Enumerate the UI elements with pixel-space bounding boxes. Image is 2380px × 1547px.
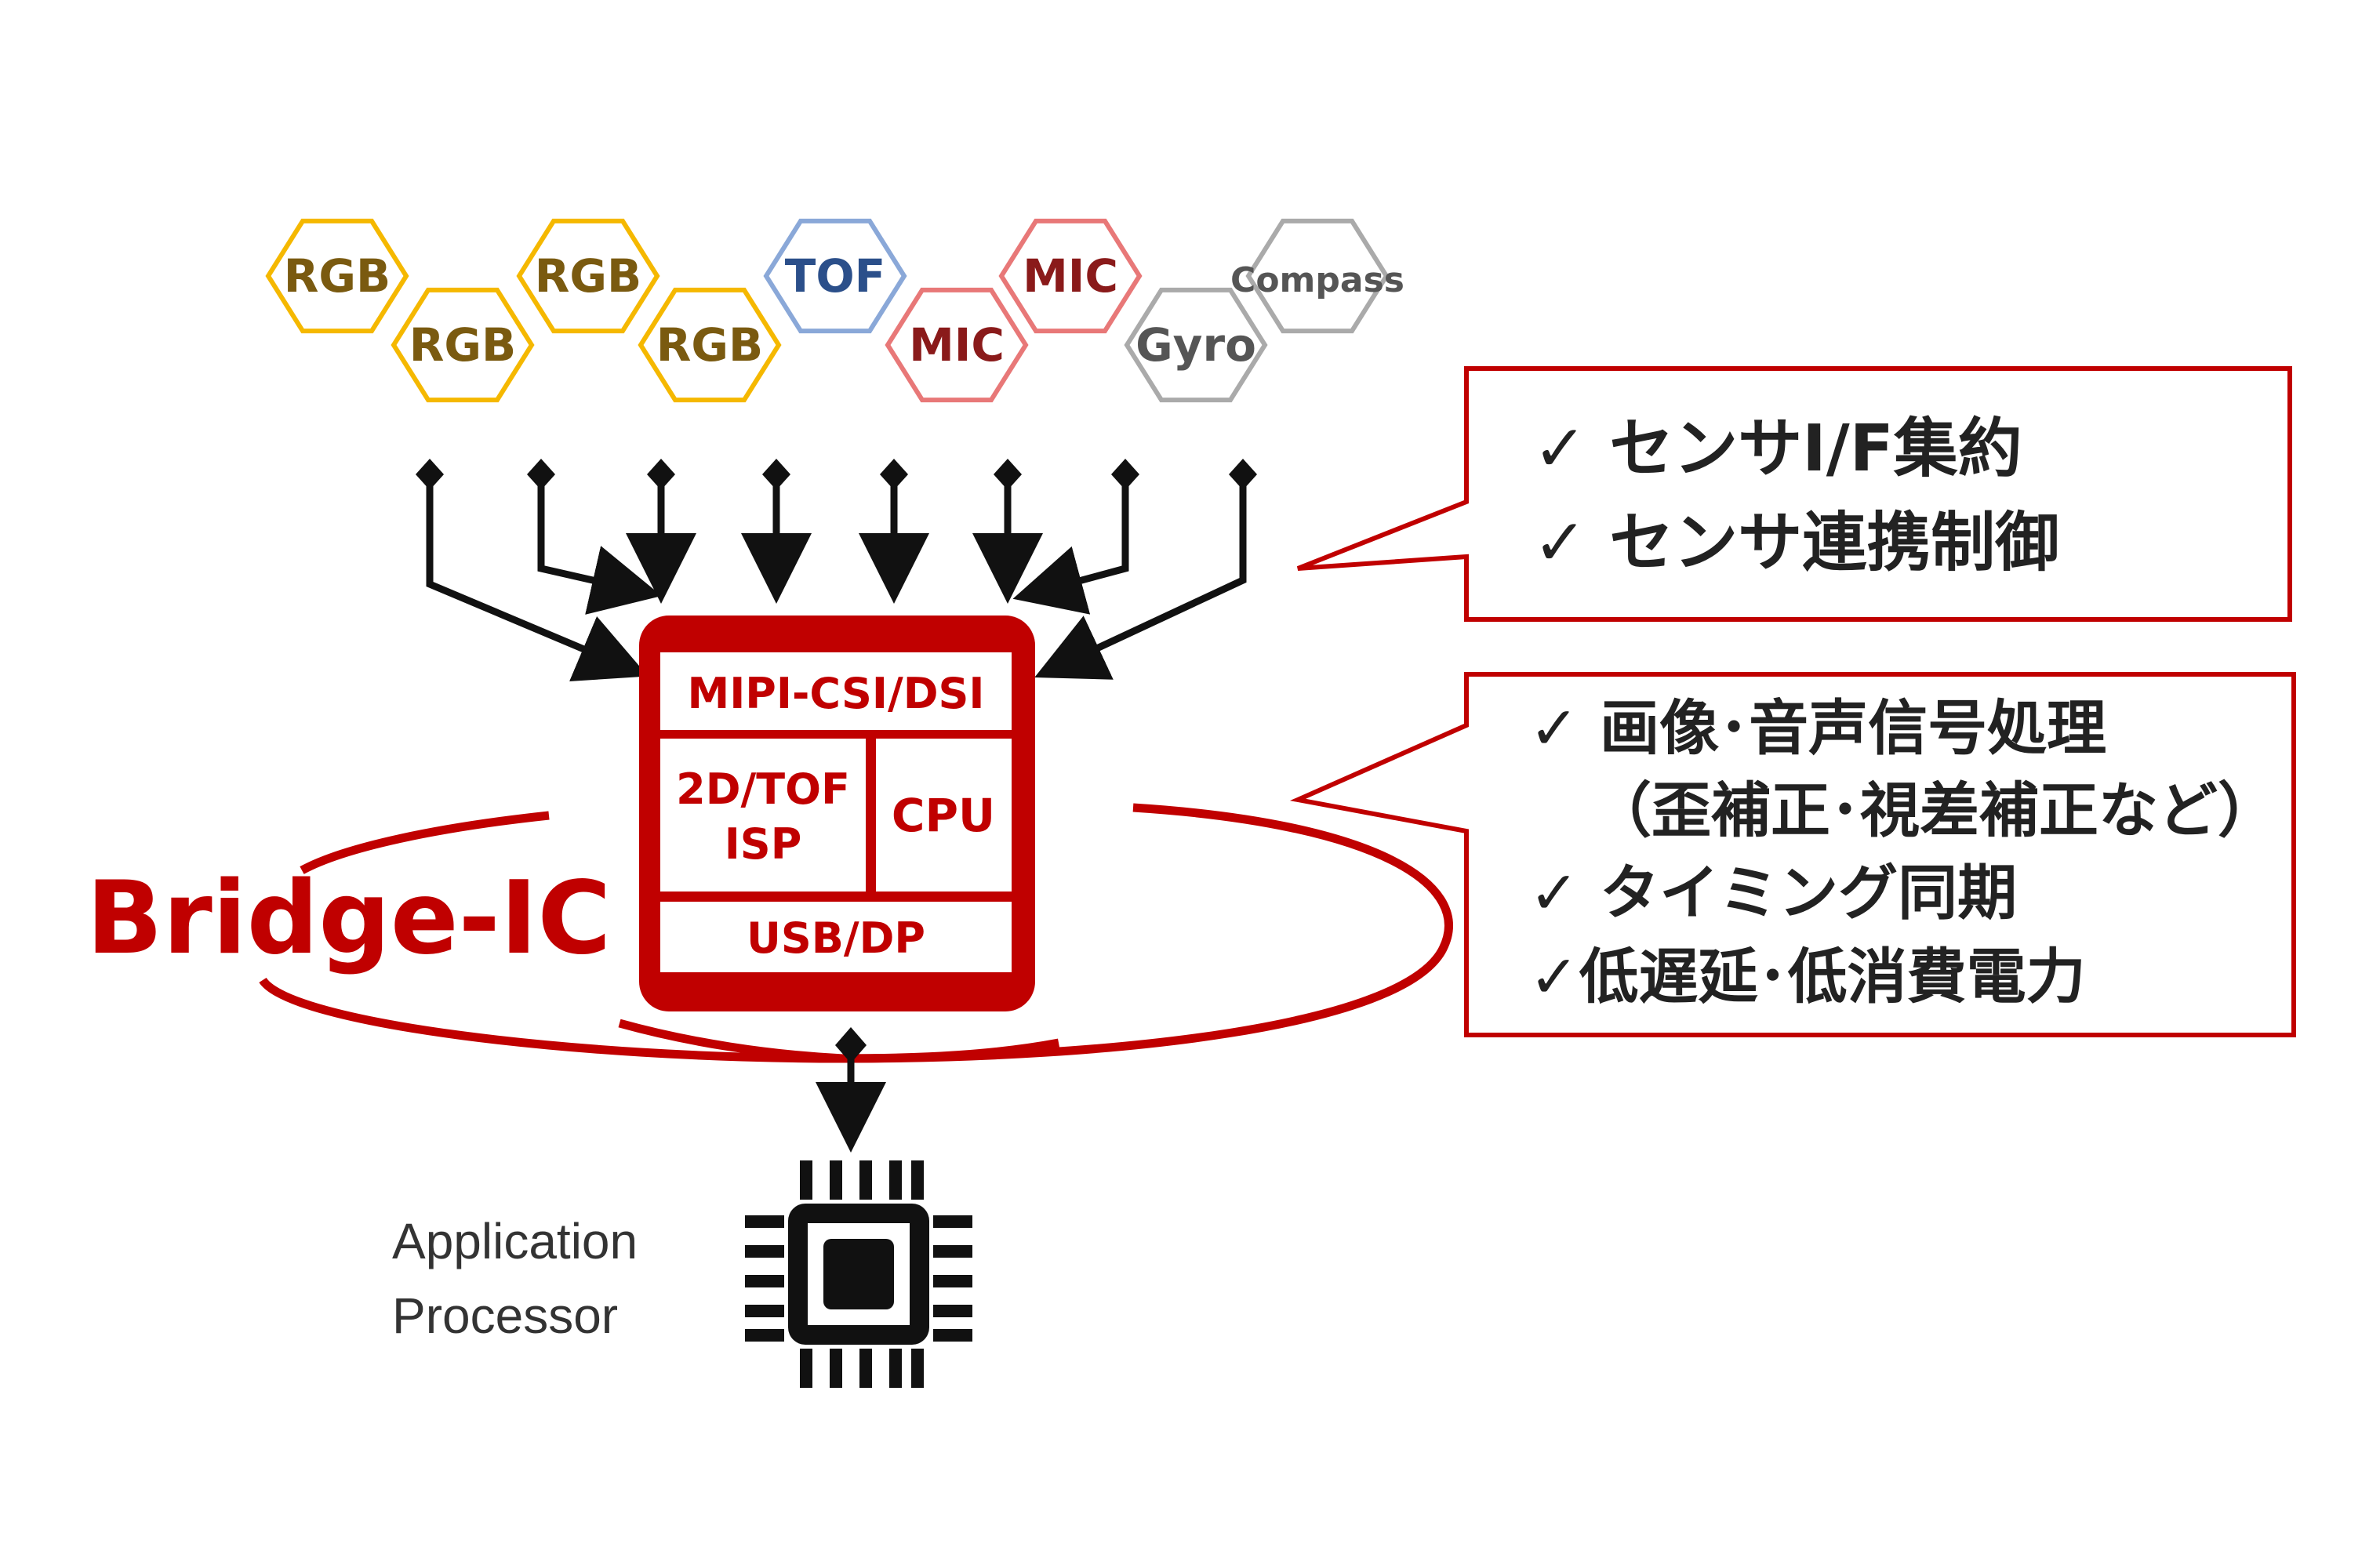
sensor-hexagon-1 bbox=[265, 218, 409, 334]
callout-top-item-2: ✓ センサ連携制御 bbox=[1533, 506, 2059, 580]
sensor-label-5: TOF bbox=[785, 249, 886, 303]
sensor-label-3: RGB bbox=[535, 249, 641, 303]
sensor-label-2: RGB bbox=[409, 318, 516, 372]
callout-top-item-1: ✓ センサI/F集約 bbox=[1533, 412, 2022, 486]
processor-chip-icon bbox=[745, 1160, 972, 1388]
arrow-7 bbox=[1012, 474, 1129, 615]
arrow-8 bbox=[1034, 474, 1247, 680]
sensor-hexagon-3 bbox=[516, 218, 660, 334]
sensor-label-8: Gyro bbox=[1135, 318, 1256, 372]
arrow-2 bbox=[537, 474, 662, 615]
callout-bottom: ✓ 画像･音声信号処理 （歪補正･視差補正など） ✓ タイミング同期 ✓低遅延･… bbox=[1289, 672, 2296, 1037]
bridge-ring bbox=[259, 803, 1453, 1063]
sensor-hexagons: RGB RGB RGB RGB TOF MIC MIC Gyro Compass bbox=[265, 218, 1404, 403]
sensor-label-1: RGB bbox=[284, 249, 391, 303]
sensor-hexagon-4 bbox=[638, 287, 782, 403]
bridge-chip: MIPI-CSI/DSI 2D/TOF ISP CPU USB/DP bbox=[639, 616, 1035, 1011]
bridge-ic-label: Bridge-IC bbox=[86, 860, 611, 977]
sensor-hexagon-8 bbox=[1124, 287, 1268, 403]
sensor-label-4: RGB bbox=[656, 318, 763, 372]
sensor-hexagon-7 bbox=[998, 218, 1143, 334]
arrow-diamonds bbox=[416, 459, 1257, 490]
sensor-label-9: Compass bbox=[1230, 260, 1404, 300]
sensor-label-7: MIC bbox=[1023, 249, 1118, 303]
callout-bottom-item-3: ✓ タイミング同期 bbox=[1529, 858, 2017, 928]
sensor-hexagon-6 bbox=[885, 287, 1029, 403]
application-processor-line1: Application bbox=[392, 1213, 638, 1269]
chip-interface-top: MIPI-CSI/DSI bbox=[687, 669, 984, 718]
output-arrow bbox=[816, 1027, 886, 1153]
chip-isp-line1: 2D/TOF bbox=[676, 764, 850, 814]
callout-bottom-item-4: ✓低遅延･低消費電力 bbox=[1529, 942, 2086, 1011]
chip-cpu: CPU bbox=[892, 789, 995, 842]
callout-bottom-item-2: （歪補正･視差補正など） bbox=[1592, 775, 2277, 845]
sensor-label-6: MIC bbox=[909, 318, 1005, 372]
sensor-hexagon-5 bbox=[763, 218, 907, 334]
callout-top: ✓ センサI/F集約 ✓ センサ連携制御 bbox=[1296, 366, 2292, 622]
bridge-ring-front bbox=[618, 1019, 1060, 1063]
application-processor-line2: Processor bbox=[392, 1287, 618, 1344]
bridge-ring-left bbox=[300, 811, 550, 874]
sensor-hexagon-9 bbox=[1245, 218, 1390, 334]
arrow-1 bbox=[426, 474, 649, 681]
chip-isp-line2: ISP bbox=[725, 819, 802, 869]
callout-bottom-item-1: ✓ 画像･音声信号処理 bbox=[1529, 693, 2106, 763]
chip-interface-bottom: USB/DP bbox=[747, 913, 925, 963]
sensor-hexagon-2 bbox=[391, 287, 535, 403]
